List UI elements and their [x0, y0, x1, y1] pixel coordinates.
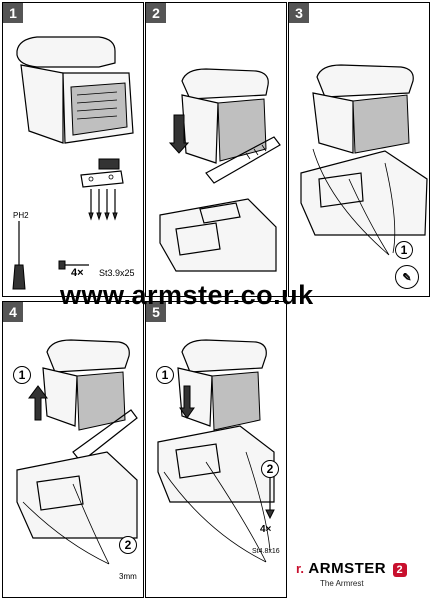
- screw-count: 4×: [71, 267, 84, 279]
- hex-key-size: 3mm: [119, 572, 137, 581]
- step-number-badge: 2: [146, 3, 166, 23]
- callout-1: 1: [13, 366, 31, 384]
- step-number-badge: 4: [3, 302, 23, 322]
- callout-1: 1: [395, 241, 413, 259]
- screw-spec: St3.9x25: [99, 268, 135, 278]
- brand-tagline: The Armrest: [320, 579, 364, 588]
- step-number-badge: 3: [289, 3, 309, 23]
- brand-name: ARMSTER: [308, 560, 387, 577]
- step-4-panel: 4 1 2 3mm: [2, 301, 144, 598]
- screw-spec: St4.8x16: [252, 548, 280, 555]
- step-3-panel: 3 1 ✎: [288, 2, 430, 297]
- step-1-panel: 1 PH2 4× St3.9x25: [2, 2, 144, 297]
- step-number-badge: 5: [146, 302, 166, 322]
- armrest-install-illustration: [159, 68, 281, 272]
- callout-2: 2: [261, 460, 279, 478]
- step-number-badge: 1: [3, 3, 23, 23]
- tool-icon: ✎: [395, 265, 419, 289]
- armrest-adjust-illustration: [16, 339, 138, 565]
- callout-2: 2: [119, 536, 137, 554]
- armrest-exploded-illustration: [12, 36, 134, 290]
- brand-mark-icon: r.: [296, 561, 304, 576]
- armrest-final-illustration: [157, 339, 275, 563]
- brand-logo: r. ARMSTER 2 The Armrest: [296, 560, 407, 588]
- step-2-panel: 2: [145, 2, 287, 297]
- armrest-positioned-illustration: [300, 64, 428, 256]
- callout-1: 1: [156, 366, 174, 384]
- tool-label: PH2: [13, 211, 29, 220]
- website-watermark: www.armster.co.uk: [60, 280, 314, 310]
- brand-version: 2: [392, 563, 407, 577]
- step-5-panel: 5 1 2 4× St4.8x16: [145, 301, 287, 598]
- screw-count: 4×: [260, 524, 272, 535]
